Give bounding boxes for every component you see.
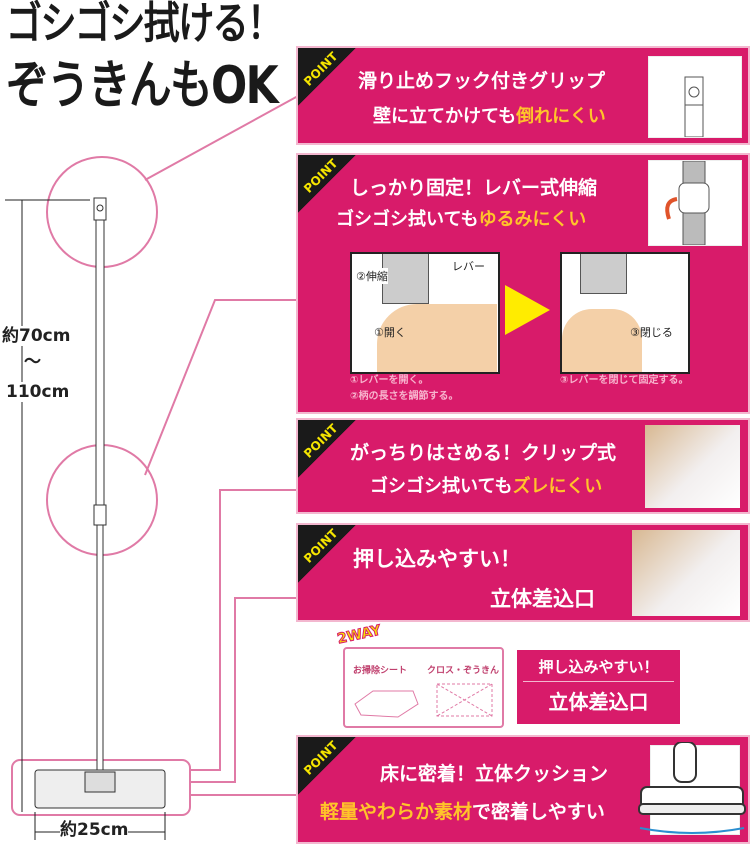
arrow-right-icon [505, 285, 550, 335]
headline-line1: ゴシゴシ拭ける！ [6, 0, 283, 49]
point-badge: POINT [298, 420, 356, 478]
two-way-badge: 2WAY [335, 622, 383, 648]
height-max-label: 110cm [6, 382, 70, 402]
point-panel-clip: POINT がっちりはさめる！クリップ式 ゴシゴシ拭いてもズレにくい [298, 420, 748, 512]
point-title: 床に密着！立体クッション [380, 763, 609, 785]
lever-image [648, 160, 742, 246]
point-badge: POINT [298, 48, 356, 106]
caption-left-1: ①レバーを開く。 [350, 375, 429, 386]
lever-close-illustration: ③閉じる [560, 252, 690, 374]
point-title: 滑り止めフック付きグリップ [358, 70, 606, 92]
point-subtitle: 壁に立てかけても倒れにくい [373, 106, 606, 127]
width-label: 約25cm [60, 820, 129, 840]
point-title: しっかり固定！レバー式伸縮 [350, 177, 598, 199]
point-title: 押し込みやすい！ [353, 547, 521, 571]
point-subtitle: 立体差込口 [490, 587, 595, 611]
insert-box: 押し込みやすい！ 立体差込口 [517, 650, 680, 724]
point-subtitle: 軽量やわらか素材で密着しやすい [320, 801, 605, 823]
point-panel-grip: POINT 滑り止めフック付きグリップ 壁に立てかけても倒れにくい [298, 48, 748, 143]
insert-photo [632, 530, 740, 616]
mop-illustration [5, 95, 299, 840]
height-tilde: ～ [24, 352, 41, 372]
point-subtitle: ゴシゴシ拭いてもゆるみにくい [336, 209, 587, 230]
mop-head-cushion-icon [638, 742, 746, 834]
point-panel-lever: POINT しっかり固定！レバー式伸縮 ゴシゴシ拭いてもゆるみにくい ②伸縮 レ… [298, 155, 748, 412]
point-badge: POINT [298, 525, 356, 583]
point-badge: POINT [298, 737, 356, 795]
grip-image [648, 56, 742, 138]
sheet-cloth-icons [354, 683, 493, 718]
point-panel-cushion: POINT 床に密着！立体クッション 軽量やわらか素材で密着しやすい [298, 737, 748, 842]
clip-photo [645, 425, 740, 508]
lever-open-illustration: ②伸縮 レバー ①開く [350, 252, 500, 374]
two-way-box: お掃除シート クロス・ぞうきん [343, 647, 504, 728]
point-title: がっちりはさめる！クリップ式 [350, 442, 617, 464]
point-subtitle: ゴシゴシ拭いてもズレにくい [370, 476, 603, 497]
caption-left-2: ②柄の長さを調節する。 [350, 391, 459, 402]
point-panel-insert: POINT 押し込みやすい！ 立体差込口 [298, 525, 748, 620]
headline-line2: ぞうきんもOK [6, 56, 279, 116]
caption-right: ③レバーを閉じて固定する。 [560, 375, 689, 386]
height-min-label: 約70cm [2, 326, 71, 346]
point-badge: POINT [298, 155, 356, 213]
